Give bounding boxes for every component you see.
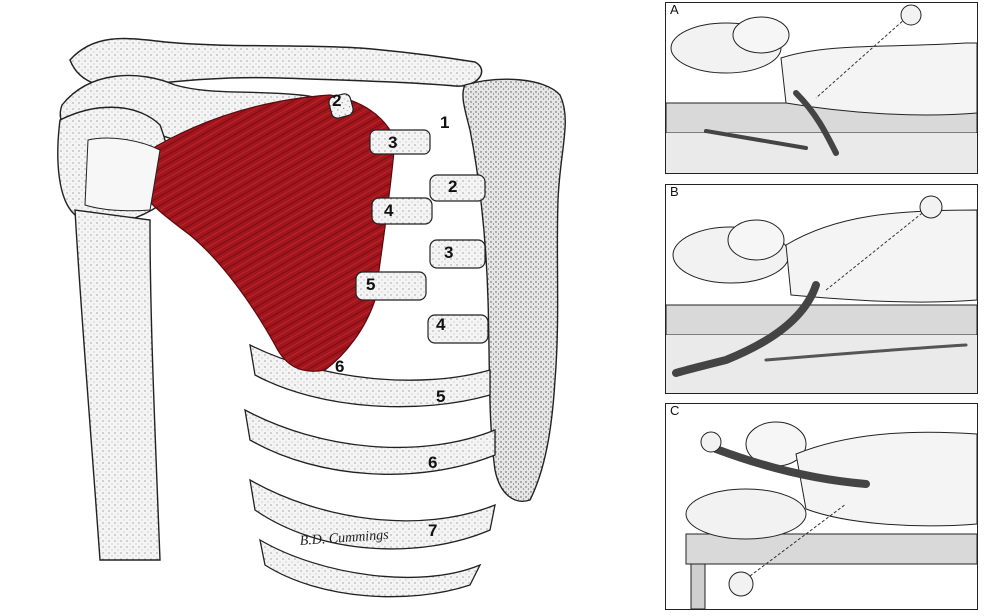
- humerus-shaft: [74, 209, 161, 561]
- rib-band-7: [249, 478, 496, 550]
- panel-a: A: [665, 2, 978, 174]
- panel-b-illustration: [666, 195, 977, 393]
- panel-b: B: [665, 184, 978, 394]
- tendon: [84, 137, 161, 212]
- rib-label-lower-3: 3: [444, 243, 453, 262]
- panel-b-label: B: [670, 184, 679, 199]
- rib-label-upper-3: 3: [388, 133, 397, 152]
- rib-label-lower-2: 2: [448, 177, 457, 196]
- rib-label-upper-5: 5: [366, 275, 375, 294]
- panel-c: C: [665, 403, 978, 610]
- rib-label-upper-6: 6: [335, 357, 344, 376]
- rib-label-upper-1: 2: [332, 91, 341, 110]
- panel-c-label: C: [670, 403, 680, 418]
- artist-signature: B.D. Cummings: [299, 528, 389, 549]
- rib-label-lower-4: 4: [436, 315, 446, 334]
- rib-label-lower-1: 1: [440, 113, 449, 132]
- rib-stubs: [328, 93, 489, 344]
- anatomy-illustration: 2 1 3 2 4 3 5 4 6 5 6 7 B.D. Cummings: [57, 37, 566, 598]
- rib-band-6: [244, 408, 496, 475]
- rib-band-8: [259, 538, 482, 598]
- pectoralis-minor-muscle: [139, 94, 396, 372]
- rib-label-upper-4: 4: [384, 201, 394, 220]
- rib-label-lower-7: 7: [428, 521, 437, 540]
- panel-a-illustration: [666, 4, 977, 173]
- rib-label-lower-5: 5: [436, 387, 445, 406]
- sternum: [462, 78, 566, 502]
- panel-c-illustration: [685, 421, 977, 609]
- rib-band-5: [249, 343, 491, 408]
- rib-label-lower-6: 6: [428, 453, 437, 472]
- panel-a-label: A: [670, 2, 679, 17]
